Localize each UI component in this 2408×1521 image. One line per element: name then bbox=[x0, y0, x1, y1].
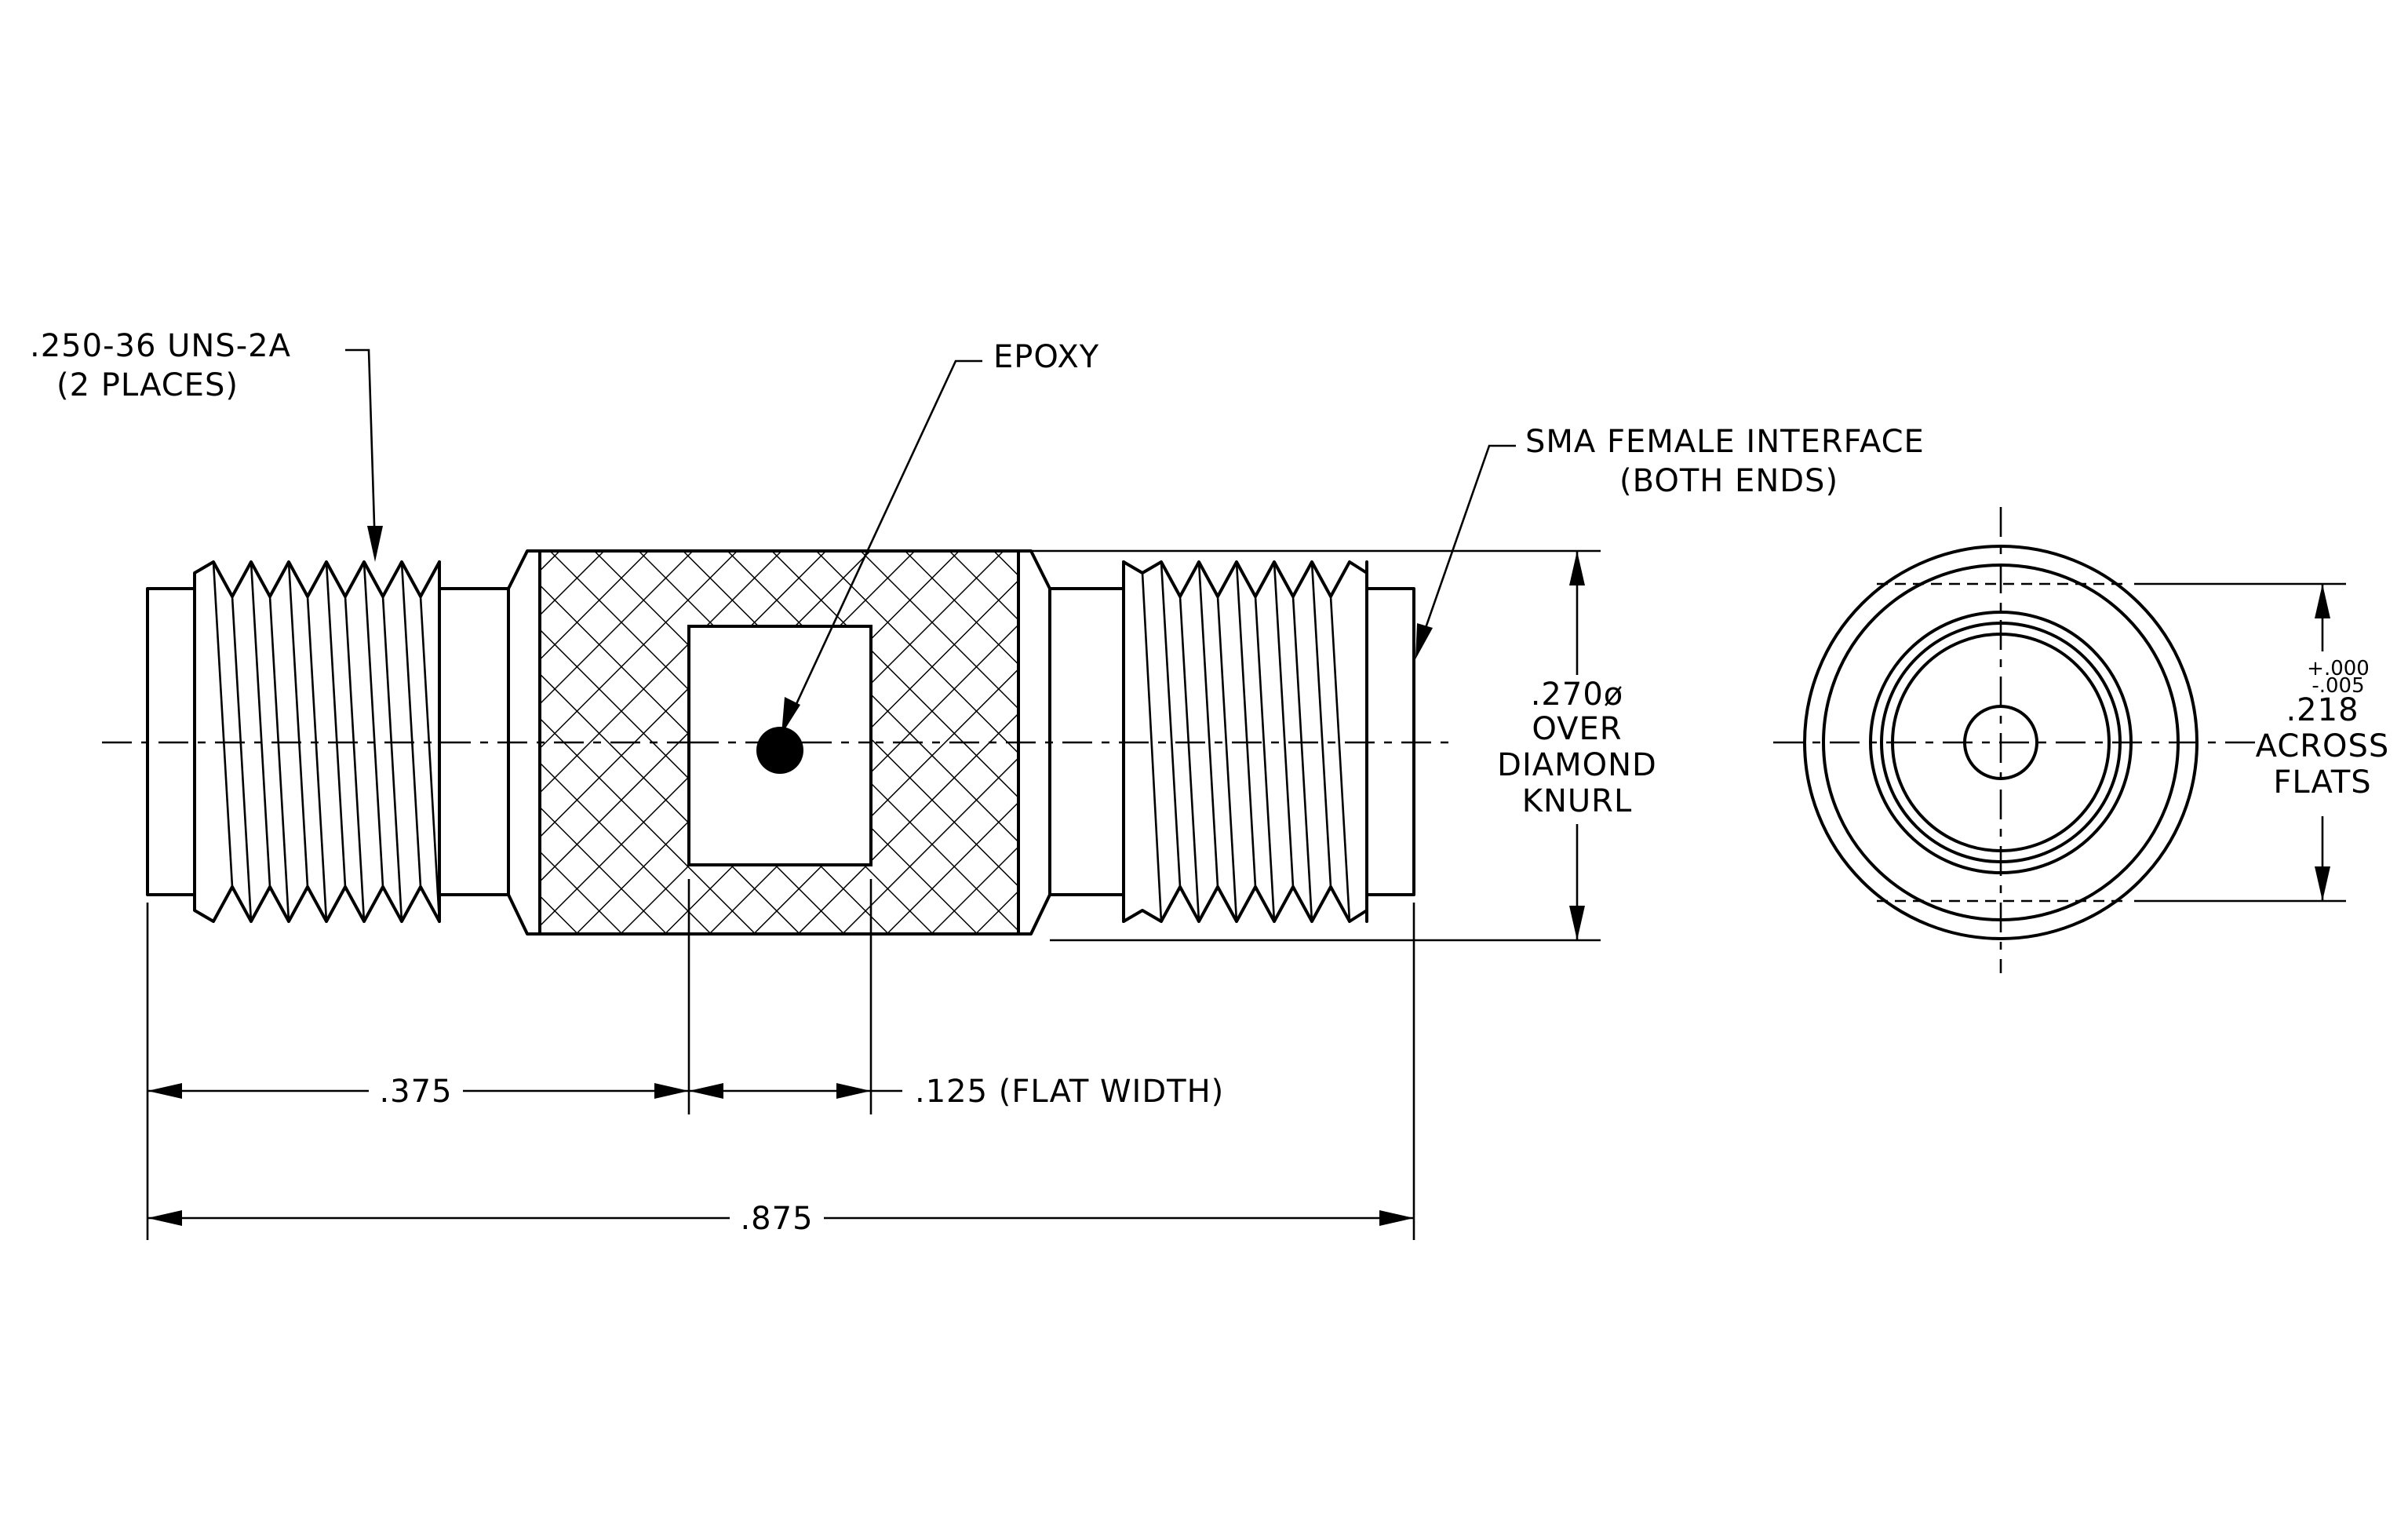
tolerance-plus-label: +.000 bbox=[2307, 657, 2370, 680]
epoxy-dot bbox=[756, 727, 803, 774]
knurled-body bbox=[507, 549, 1051, 936]
flats-across-label: ACROSS bbox=[2256, 728, 2390, 764]
knurl-over-label: OVER bbox=[1532, 711, 1622, 747]
sma-label-line2: (BOTH ENDS) bbox=[1619, 463, 1838, 499]
side-dimensions bbox=[146, 549, 1601, 1240]
leaders bbox=[345, 348, 1516, 735]
thread-spec-label: .250-36 UNS-2A bbox=[30, 328, 291, 364]
dim-375-label: .375 bbox=[379, 1074, 452, 1110]
epoxy-label: EPOXY bbox=[993, 339, 1099, 375]
side-view bbox=[102, 549, 1452, 936]
sma-label-line1: SMA FEMALE INTERFACE bbox=[1525, 424, 1925, 460]
annotations: .250-36 UNS-2A (2 PLACES) EPOXY SMA FEMA… bbox=[30, 328, 2390, 1237]
end-view bbox=[1773, 507, 2346, 973]
knurl-knurl-label: KNURL bbox=[1522, 783, 1633, 819]
tolerance-minus-label: -.005 bbox=[2311, 674, 2364, 698]
flats-flats-label: FLATS bbox=[2273, 764, 2371, 801]
knurl-dia-label: .270ø bbox=[1531, 677, 1624, 713]
dim-125-label: .125 (FLAT WIDTH) bbox=[915, 1074, 1224, 1110]
knurl-diamond-label: DIAMOND bbox=[1497, 747, 1657, 783]
flats-value-label: .218 bbox=[2286, 692, 2359, 728]
dim-875-label: .875 bbox=[740, 1201, 813, 1237]
right-end-body bbox=[1365, 587, 1415, 896]
thread-places-label: (2 PLACES) bbox=[56, 367, 239, 403]
